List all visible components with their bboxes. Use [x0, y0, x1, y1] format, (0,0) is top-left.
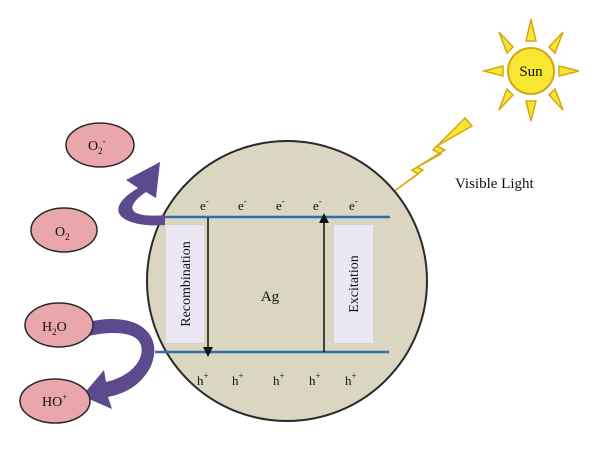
lightning-icon: [392, 116, 474, 193]
o2-label: O2: [55, 225, 70, 242]
o2-radical-label: O2-: [88, 136, 106, 156]
hole-row: h+ h+ h+ h+ h+: [197, 371, 357, 388]
electron-row: e- e- e- e- e-: [200, 196, 358, 213]
hole-label: h+: [345, 371, 357, 388]
o2-reduction-arrow: [118, 162, 165, 226]
electron-label: e-: [349, 196, 358, 213]
hole-label: h+: [232, 371, 244, 388]
h2o-bubble: H2O: [24, 302, 94, 348]
h2o-oxidation-arrow: [82, 319, 155, 409]
electron-label: e-: [276, 196, 285, 213]
sun-label: Sun: [519, 64, 543, 80]
recombination-panel: [166, 225, 204, 343]
ho-plus-bubble: HO+: [19, 378, 91, 424]
sun-disc: [507, 47, 555, 95]
electron-label: e-: [313, 196, 322, 213]
sun: Sun: [481, 18, 580, 122]
o2-radical-bubble: O2-: [65, 122, 135, 168]
ag-label: Ag: [261, 289, 280, 305]
recombination-label: Recombination: [179, 241, 194, 327]
hole-label: h+: [197, 371, 209, 388]
electron-label: e-: [238, 196, 247, 213]
hole-label: h+: [309, 371, 321, 388]
visible-light-label: Visible Light: [455, 176, 535, 192]
sun-rays: [481, 18, 580, 122]
excitation-label: Excitation: [347, 255, 362, 313]
ho-plus-label: HO+: [42, 392, 67, 410]
o2-bubble: O2: [30, 207, 98, 253]
h2o-label: H2O: [42, 320, 67, 337]
electron-label: e-: [200, 196, 209, 213]
excitation-panel: [334, 225, 373, 343]
hole-label: h+: [273, 371, 285, 388]
